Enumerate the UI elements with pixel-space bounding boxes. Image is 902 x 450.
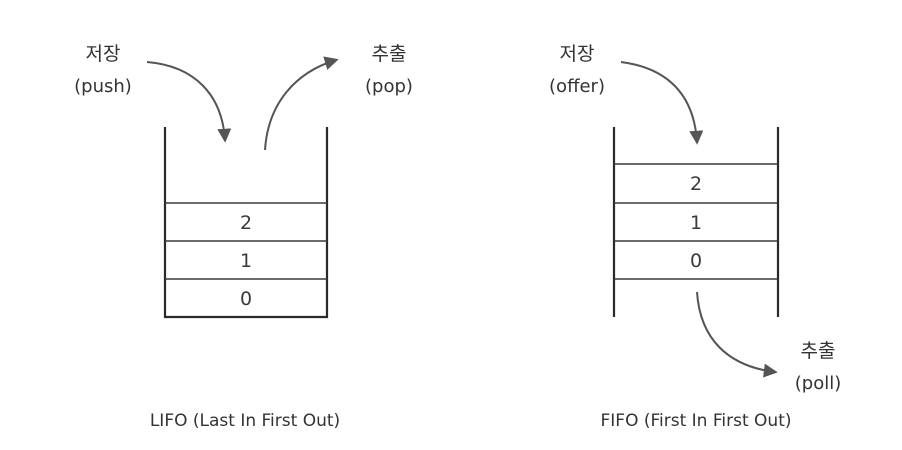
fifo-cell: 2: [690, 173, 702, 195]
fifo-cell: 0: [690, 250, 702, 272]
lifo-stack-group: 저장 (push) 추출 (pop) 2 1 0 LIFO (Last In F…: [74, 43, 413, 431]
lifo-pop-arrow: [264, 56, 339, 151]
fifo-store-method: (offer): [549, 76, 605, 97]
lifo-cell: 2: [240, 212, 252, 234]
fifo-offer-arrow: [620, 61, 704, 145]
fifo-caption: FIFO (First In First Out): [601, 411, 792, 431]
lifo-store-label: 저장: [86, 43, 121, 65]
fifo-extract-label: 추출: [801, 340, 836, 362]
lifo-extract-label: 추출: [372, 43, 407, 65]
lifo-push-arrow: [146, 61, 232, 143]
fifo-queue-group: 저장 (offer) 추출 (poll) 2 1 0 FIFO (First I…: [549, 43, 841, 431]
fifo-store-label: 저장: [560, 43, 595, 65]
lifo-cell: 0: [240, 288, 252, 310]
fifo-poll-arrow: [696, 291, 778, 378]
lifo-stack-container: [163, 127, 329, 319]
lifo-caption: LIFO (Last In First Out): [150, 411, 340, 431]
lifo-extract-method: (pop): [365, 76, 413, 97]
lifo-store-method: (push): [74, 76, 132, 97]
fifo-cell: 1: [690, 212, 702, 234]
fifo-extract-method: (poll): [795, 373, 842, 394]
lifo-cell: 1: [240, 250, 252, 272]
